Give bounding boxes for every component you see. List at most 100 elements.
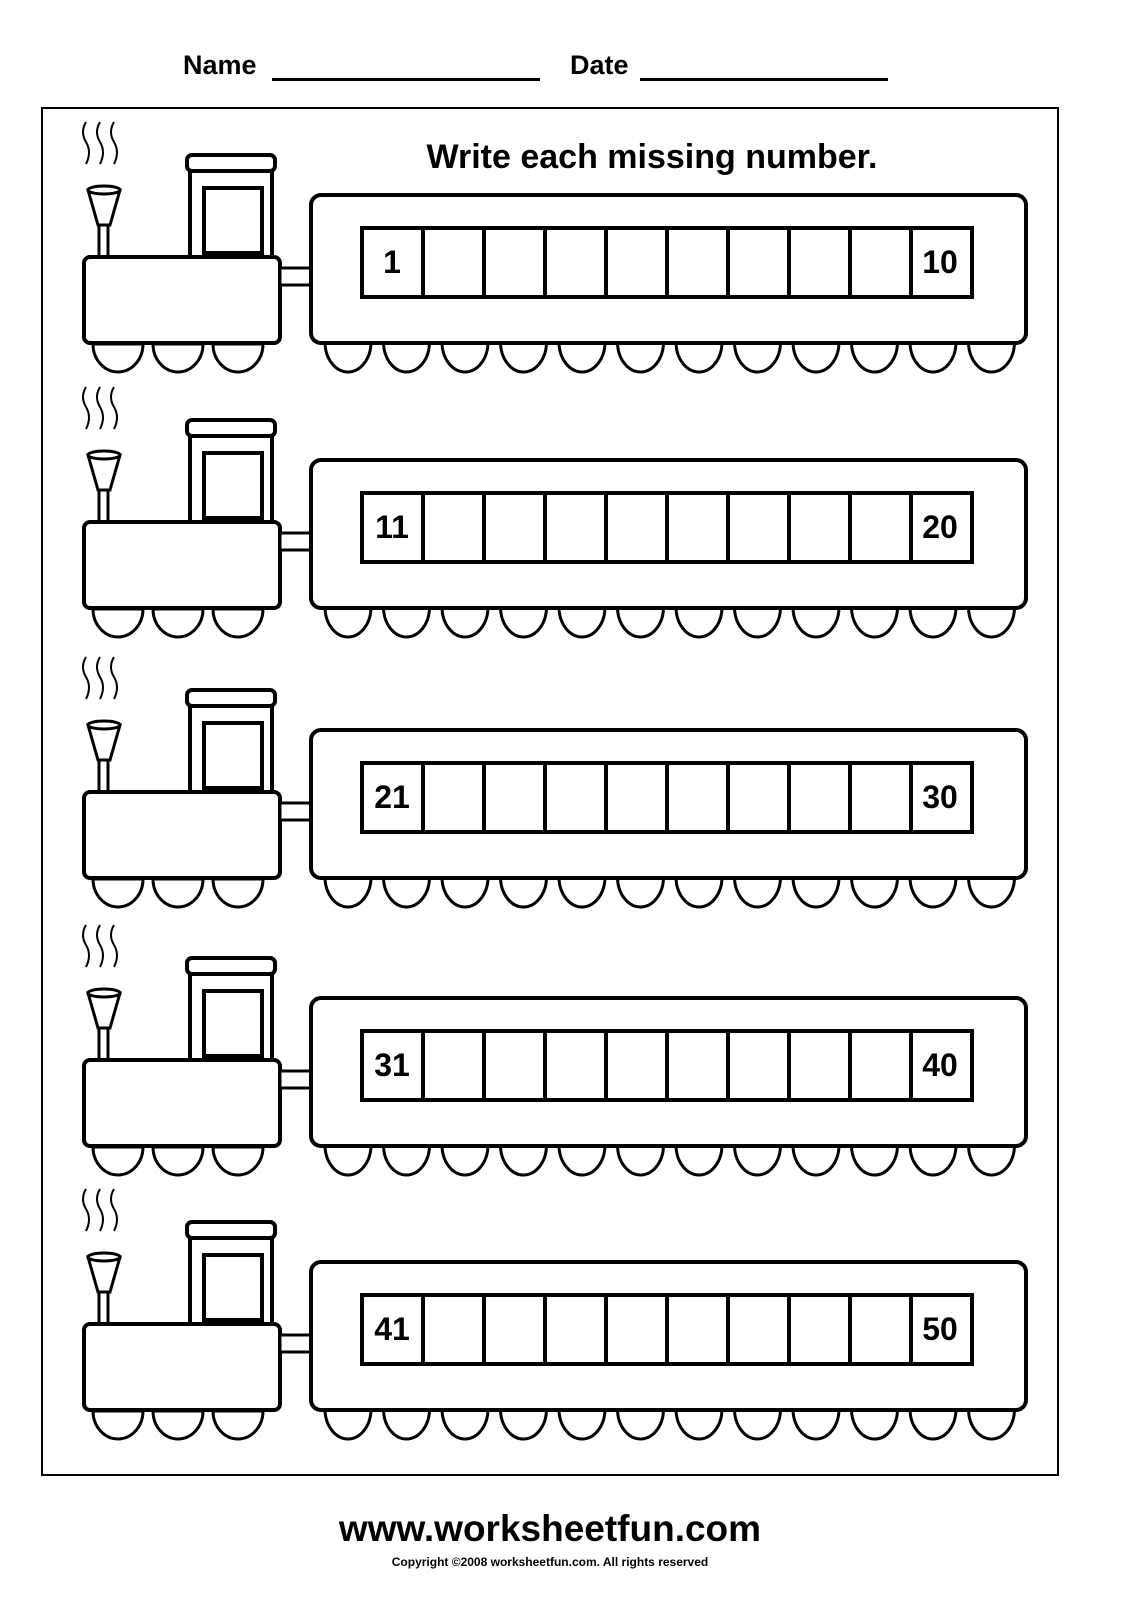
number-box	[909, 226, 974, 299]
answer-box[interactable]	[482, 1293, 547, 1366]
answer-box[interactable]	[665, 1029, 730, 1102]
end-number: 50	[922, 1311, 958, 1347]
date-label: Date	[570, 50, 629, 80]
wheel-icon	[674, 605, 724, 639]
answer-box[interactable]	[726, 226, 791, 299]
chimney-stem	[97, 1287, 110, 1326]
number-box	[909, 1029, 974, 1102]
wheel-icon	[211, 877, 265, 909]
wheel-icon	[91, 607, 145, 639]
wheel-icon	[791, 605, 841, 639]
answer-box[interactable]	[787, 1293, 852, 1366]
answer-box[interactable]	[421, 1293, 486, 1366]
date-field-line[interactable]	[640, 78, 888, 81]
answer-box[interactable]	[726, 1293, 791, 1366]
answer-box[interactable]	[848, 1029, 913, 1102]
chimney-top	[86, 449, 122, 461]
wheel-icon	[908, 875, 958, 909]
answer-box[interactable]	[665, 491, 730, 564]
answer-box[interactable]	[604, 491, 669, 564]
answer-box[interactable]	[787, 226, 852, 299]
wheel-icon	[440, 340, 490, 374]
wheel-icon	[440, 605, 490, 639]
answer-box[interactable]	[543, 761, 608, 834]
wheel-icon	[966, 340, 1017, 374]
steam-icon	[110, 924, 118, 968]
number-box	[360, 226, 425, 299]
cab-window	[202, 1253, 264, 1322]
answer-box[interactable]	[787, 761, 852, 834]
answer-box[interactable]	[543, 491, 608, 564]
answer-box[interactable]	[604, 1293, 669, 1366]
footer-copyright: Copyright ©2008 worksheetfun.com. All ri…	[391, 1555, 709, 1569]
answer-box[interactable]	[421, 226, 486, 299]
locomotive-body	[82, 520, 282, 610]
wheel-icon	[211, 1409, 265, 1441]
coupler	[278, 266, 314, 287]
coupler	[278, 531, 314, 552]
wheel-icon	[849, 605, 900, 639]
start-number: 21	[374, 779, 410, 815]
answer-box[interactable]	[665, 761, 730, 834]
answer-box[interactable]	[726, 761, 791, 834]
answer-box[interactable]	[665, 1293, 730, 1366]
wheel-icon	[91, 1145, 145, 1177]
answer-box[interactable]	[482, 226, 547, 299]
coupler	[278, 1333, 314, 1354]
wheel-icon	[849, 340, 900, 374]
answer-box[interactable]	[482, 491, 547, 564]
answer-box[interactable]	[421, 1029, 486, 1102]
answer-box[interactable]	[604, 761, 669, 834]
answer-box[interactable]	[726, 491, 791, 564]
answer-box[interactable]	[543, 1029, 608, 1102]
answer-box[interactable]	[787, 491, 852, 564]
answer-box[interactable]	[665, 226, 730, 299]
wheel-icon	[440, 1143, 490, 1177]
steam-icon	[82, 924, 90, 968]
answer-box[interactable]	[482, 761, 547, 834]
answer-box[interactable]	[421, 761, 486, 834]
answer-box[interactable]	[848, 1293, 913, 1366]
wheel-icon	[498, 340, 549, 374]
wheel-icon	[732, 875, 783, 909]
steam-icon	[82, 1188, 90, 1232]
answer-box[interactable]	[787, 1029, 852, 1102]
answer-box[interactable]	[482, 1029, 547, 1102]
end-number: 40	[922, 1047, 958, 1083]
answer-box[interactable]	[848, 761, 913, 834]
wheel-icon	[323, 605, 373, 639]
chimney-top	[86, 184, 122, 196]
name-field-line[interactable]	[272, 78, 540, 81]
wheel-icon	[732, 1143, 783, 1177]
answer-box[interactable]	[543, 226, 608, 299]
answer-box[interactable]	[421, 491, 486, 564]
answer-box[interactable]	[604, 226, 669, 299]
wheel-icon	[674, 340, 724, 374]
answer-box[interactable]	[726, 1029, 791, 1102]
wheel-icon	[381, 875, 432, 909]
answer-box[interactable]	[543, 1293, 608, 1366]
chimney-top	[86, 987, 122, 999]
coupler	[278, 1069, 314, 1090]
wheel-icon	[151, 1145, 205, 1177]
wheel-icon	[151, 1409, 205, 1441]
wheel-icon	[381, 1143, 432, 1177]
answer-box[interactable]	[848, 491, 913, 564]
locomotive-body	[82, 790, 282, 880]
wheel-icon	[323, 1143, 373, 1177]
end-number: 30	[922, 779, 958, 815]
wheel-icon	[557, 605, 607, 639]
steam-icon	[110, 386, 118, 430]
answer-box[interactable]	[848, 226, 913, 299]
steam-icon	[82, 121, 90, 165]
answer-box[interactable]	[604, 1029, 669, 1102]
wheel-icon	[966, 1407, 1017, 1441]
locomotive-body	[82, 1058, 282, 1148]
wheel-icon	[498, 875, 549, 909]
locomotive	[82, 924, 282, 1177]
wheel-icon	[557, 1407, 607, 1441]
number-box	[909, 1293, 974, 1366]
wheel-icon	[151, 877, 205, 909]
